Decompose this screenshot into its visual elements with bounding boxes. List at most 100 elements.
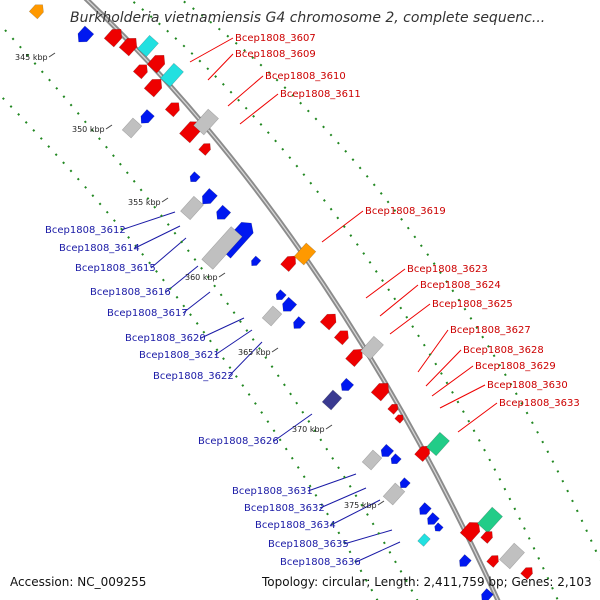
- forward-gene-label: Bcep1808_3625: [432, 299, 513, 310]
- gene-glyph: [417, 533, 431, 547]
- gene-glyph: [216, 204, 232, 220]
- reverse-gene-label: Bcep1808_3626: [198, 436, 279, 447]
- label-leader-line: [321, 210, 364, 243]
- reverse-gene-label: Bcep1808_3617: [107, 308, 188, 319]
- label-leader-line: [200, 317, 245, 339]
- forward-gene-label: Bcep1808_3611: [280, 89, 361, 100]
- gene-glyph-shape: [434, 522, 444, 532]
- genes-layer: [28, 4, 533, 600]
- gene-glyph-shape: [390, 453, 402, 465]
- label-leader-line: [389, 303, 431, 335]
- gene-glyph: [118, 38, 138, 57]
- accession-text: Accession: NC_009255: [10, 575, 147, 589]
- gene-glyph-shape: [282, 296, 298, 312]
- gene-glyph: [319, 313, 337, 331]
- labels-layer: Bcep1808_3607Bcep1808_3609Bcep1808_3610B…: [45, 33, 580, 568]
- label-leader-line: [120, 211, 176, 231]
- reverse-gene-label: Bcep1808_3620: [125, 333, 206, 344]
- gene-glyph-shape: [140, 109, 155, 124]
- gene-glyph: [28, 4, 44, 20]
- label-leader-line: [417, 329, 449, 373]
- kbp-tick-label: 375 kbp: [344, 501, 377, 510]
- gene-glyph: [201, 226, 243, 270]
- gene-glyph-shape: [399, 477, 411, 489]
- forward-gene-label: Bcep1808_3627: [450, 325, 531, 336]
- label-leader-line: [425, 349, 462, 387]
- gene-glyph-shape: [414, 445, 430, 462]
- gene-glyph-shape: [143, 79, 163, 98]
- gene-glyph: [434, 522, 444, 532]
- gene-glyph-shape: [333, 330, 349, 346]
- reverse-gene-label: Bcep1808_3612: [45, 225, 126, 236]
- gene-glyph-shape: [345, 349, 363, 368]
- kbp-tick-label: 345 kbp: [15, 53, 48, 62]
- label-leader-line: [165, 265, 199, 293]
- gene-glyph: [321, 389, 343, 411]
- kbp-tick-label: 365 kbp: [238, 348, 271, 357]
- kbp-tick-label: 360 kbp: [185, 273, 218, 282]
- gene-glyph: [193, 108, 219, 136]
- label-leader-line: [307, 473, 357, 492]
- gene-glyph: [140, 109, 155, 124]
- label-leader-line: [182, 291, 211, 314]
- reverse-gene-label: Bcep1808_3615: [75, 263, 156, 274]
- map-title: Burkholderia vietnamiensis G4 chromosome…: [70, 10, 546, 26]
- gene-glyph: [180, 195, 204, 221]
- label-leader-line: [207, 53, 234, 81]
- gene-glyph-shape: [216, 204, 232, 220]
- gene-glyph-shape: [275, 289, 287, 301]
- reverse-gene-label: Bcep1808_3632: [244, 503, 325, 514]
- gene-glyph: [459, 522, 481, 543]
- gene-glyph: [121, 117, 143, 139]
- gene-glyph-shape: [146, 55, 166, 74]
- gene-glyph: [202, 188, 218, 205]
- gene-glyph-shape: [193, 108, 219, 136]
- gene-glyph-shape: [137, 34, 159, 58]
- reverse-gene-label: Bcep1808_3621: [139, 350, 220, 361]
- gene-glyph-shape: [426, 431, 450, 457]
- forward-gene-label: Bcep1808_3609: [235, 49, 316, 60]
- gene-glyph-shape: [261, 305, 283, 327]
- reverse-gene-label: Bcep1808_3636: [280, 557, 361, 568]
- kbp-tick-mark: [105, 124, 113, 130]
- label-leader-line: [439, 384, 486, 409]
- gene-glyph: [361, 449, 383, 471]
- gene-glyph: [251, 255, 262, 266]
- gene-glyph-shape: [394, 414, 404, 424]
- gene-glyph-shape: [319, 313, 337, 331]
- label-leader-line: [355, 541, 401, 563]
- gene-glyph: [103, 29, 123, 48]
- gene-glyph: [137, 34, 159, 58]
- gene-glyph-shape: [251, 255, 262, 266]
- gene-glyph-shape: [118, 38, 138, 57]
- gene-glyph-shape: [380, 443, 395, 457]
- gene-glyph: [426, 431, 450, 457]
- forward-gene-label: Bcep1808_3630: [487, 380, 568, 391]
- label-leader-line: [214, 329, 253, 356]
- label-leader-line: [330, 499, 381, 526]
- kbp-tick-mark: [271, 347, 279, 353]
- gene-glyph-shape: [160, 62, 184, 88]
- forward-gene-label: Bcep1808_3629: [475, 361, 556, 372]
- forward-gene-label: Bcep1808_3607: [235, 33, 316, 44]
- gene-glyph-shape: [361, 449, 383, 471]
- label-leader-line: [150, 237, 187, 269]
- gene-glyph: [380, 443, 395, 457]
- gene-glyph: [480, 531, 493, 544]
- reverse-gene-label: Bcep1808_3634: [255, 520, 336, 531]
- gene-glyph-shape: [77, 25, 95, 43]
- gene-glyph: [477, 506, 503, 534]
- gene-glyph-shape: [459, 554, 472, 567]
- gene-glyph-shape: [28, 4, 44, 20]
- forward-gene-label: Bcep1808_3610: [265, 71, 346, 82]
- gene-glyph-shape: [293, 316, 306, 329]
- gene-glyph: [293, 316, 306, 329]
- gene-glyph-shape: [477, 506, 503, 534]
- gene-glyph: [282, 296, 298, 312]
- kbp-tick-mark: [161, 197, 169, 203]
- gene-glyph-shape: [189, 171, 201, 183]
- gene-glyph: [275, 289, 287, 301]
